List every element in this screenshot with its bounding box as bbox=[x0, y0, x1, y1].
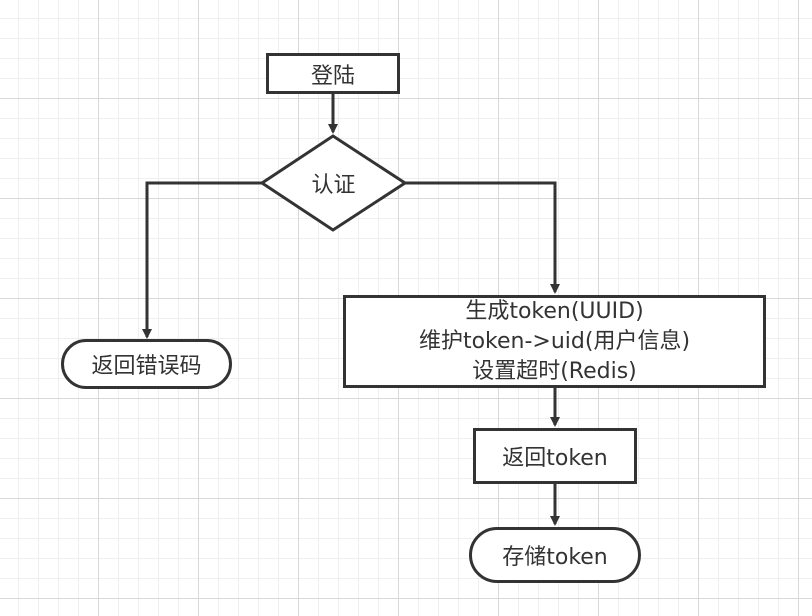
auth-node: 认证 bbox=[262, 163, 405, 203]
login-node: 登陆 bbox=[266, 53, 400, 94]
store-token-label: 存储token bbox=[502, 545, 608, 570]
return-token-node: 返回token bbox=[473, 428, 637, 484]
auth-decision-diamond bbox=[259, 134, 408, 232]
process-line-1: 生成token(UUID) bbox=[465, 298, 644, 324]
auth-label: 认证 bbox=[311, 173, 356, 198]
store-token-node: 存储token bbox=[469, 527, 641, 583]
edge-auth-to-process bbox=[405, 181, 560, 294]
return-error-label: 返回错误码 bbox=[91, 354, 202, 379]
edge-auth-to-error bbox=[142, 181, 262, 339]
return-token-label: 返回token bbox=[502, 446, 608, 471]
login-label: 登陆 bbox=[310, 63, 355, 89]
process-node: 生成token(UUID) 维护token->uid(用户信息) 设置超时(Re… bbox=[343, 295, 766, 388]
return-error-node: 返回错误码 bbox=[61, 339, 232, 389]
process-line-3: 设置超时(Redis) bbox=[472, 358, 637, 384]
process-line-2: 维护token->uid(用户信息) bbox=[418, 328, 691, 354]
